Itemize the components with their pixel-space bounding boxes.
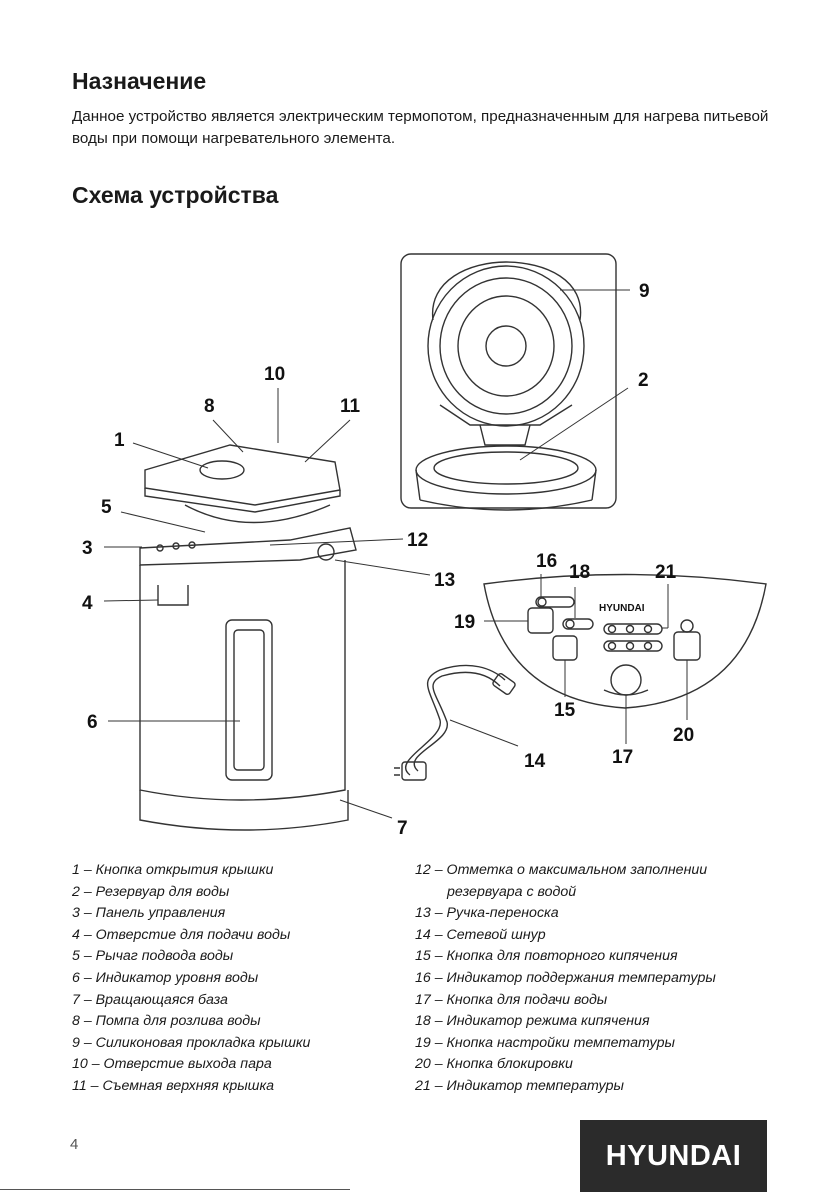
legend-left: 1 – Кнопка открытия крышки 2 – Резервуар…	[72, 860, 392, 1098]
legend-item: 3 – Панель управления	[72, 905, 226, 922]
callout-11: 11	[340, 396, 361, 417]
callout-5: 5	[101, 497, 112, 518]
legend-item: 21 – Индикатор температуры	[415, 1077, 624, 1094]
section-title-scheme: Схема устройства	[72, 182, 279, 208]
legend-item: 19 – Кнопка настройки темпетатуры	[415, 1034, 675, 1051]
legend-item: 2 – Резервуар для воды	[72, 883, 230, 900]
callout-3: 3	[82, 538, 93, 559]
legend-right: 12 – Отметка о максимальном заполнении р…	[415, 860, 775, 1098]
legend-item-continuation: резервуара с водой	[447, 883, 577, 900]
callout-16: 16	[536, 551, 557, 572]
legend-item: 6 – Индикатор уровня воды	[72, 969, 259, 986]
open-lid-drawing	[415, 261, 597, 511]
callout-9: 9	[639, 281, 650, 302]
callout-13: 13	[434, 570, 455, 591]
section-title-purpose: Назначение	[72, 68, 207, 94]
callout-19: 19	[454, 612, 475, 633]
legend-item: 20 – Кнопка блокировки	[415, 1056, 573, 1073]
purpose-text: Данное устройство является электрическим…	[72, 108, 769, 147]
control-panel-drawing	[483, 573, 767, 709]
legend-item: 4 – Отверстие для подачи воды	[72, 926, 291, 943]
power-cord-drawing	[394, 664, 516, 781]
lid-inset-frame	[400, 253, 617, 509]
callout-14: 14	[524, 751, 546, 772]
panel-brand-label: HYUNDAI	[599, 603, 645, 614]
callout-12: 12	[407, 530, 428, 551]
legend-item: 17 – Кнопка для подачи воды	[415, 991, 608, 1008]
legend-item: 18 – Индикатор режима кипячения	[415, 1013, 650, 1030]
callout-1: 1	[114, 430, 125, 451]
legend-item: 12 – Отметка о максимальном заполнении	[415, 862, 708, 878]
callout-10: 10	[264, 364, 285, 385]
page-number: 4	[70, 1136, 79, 1153]
legend-item: 11 – Съемная верхняя крышка	[72, 1077, 275, 1094]
thermopot-drawing	[139, 444, 357, 831]
callout-4: 4	[82, 593, 93, 614]
callout-6: 6	[87, 712, 98, 733]
legend-item: 16 – Индикатор поддержания температуры	[415, 969, 716, 986]
legend-item: 10 – Отверстие выхода пара	[72, 1056, 272, 1073]
legend-item: 5 – Рычаг подвода воды	[72, 948, 234, 965]
callout-7: 7	[397, 818, 408, 839]
legend-item: 8 – Помпа для розлива воды	[72, 1013, 261, 1030]
callout-20: 20	[673, 725, 694, 746]
footer-divider	[0, 1189, 350, 1190]
legend-item: 15 – Кнопка для повторного кипячения	[415, 948, 678, 965]
callout-8: 8	[204, 396, 215, 417]
leader-lines	[103, 289, 688, 819]
callout-17: 17	[612, 747, 633, 768]
callout-21: 21	[655, 562, 677, 583]
legend-item: 13 – Ручка-переноска	[415, 905, 559, 922]
legend-item: 14 – Сетевой шнур	[415, 926, 546, 943]
callout-2: 2	[638, 370, 649, 391]
callout-18: 18	[569, 562, 590, 583]
brand-logo: HYUNDAI	[580, 1120, 767, 1192]
legend-item: 9 – Силиконовая прокладка крышки	[72, 1034, 311, 1051]
legend-item: 1 – Кнопка открытия крышки	[72, 862, 274, 878]
legend-item: 7 – Вращающаяся база	[72, 991, 228, 1008]
callout-15: 15	[554, 700, 576, 721]
